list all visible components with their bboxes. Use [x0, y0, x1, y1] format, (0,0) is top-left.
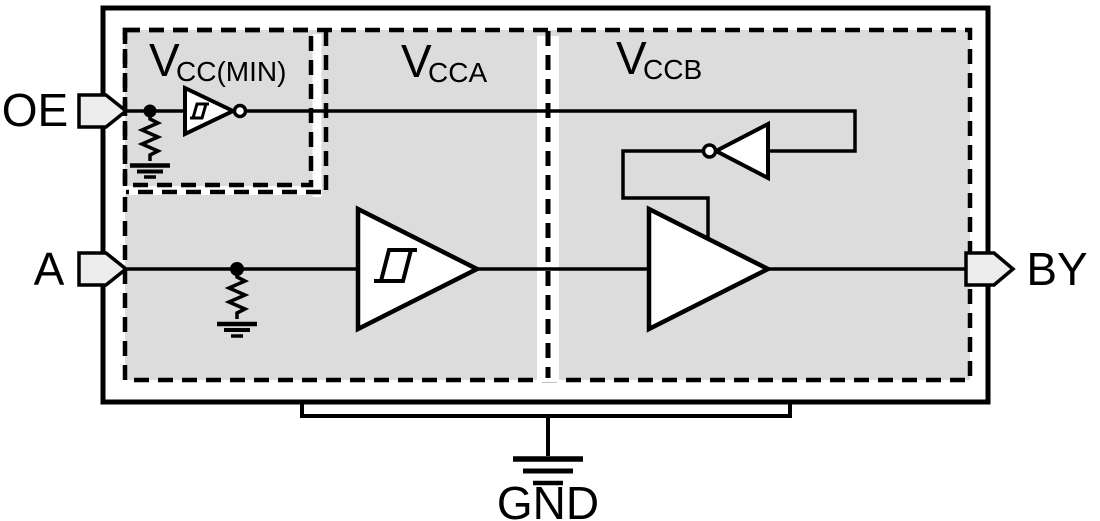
enable-to-buffer-wire — [621, 149, 710, 241]
oe-pulldown-resistor-icon — [137, 111, 163, 161]
vcc-min-label: V CC(MIN) — [149, 34, 286, 87]
vccb-subscript: CCB — [643, 54, 702, 85]
oe-ground-icon — [130, 163, 170, 179]
vcca-subscript: CCA — [428, 57, 487, 88]
a-pulldown-resistor-icon — [224, 269, 250, 319]
schmitt-buffer-icon — [355, 205, 482, 333]
hysteresis-icon — [374, 249, 413, 283]
schmitt-inverter-icon — [183, 84, 248, 138]
vcc-min-subscript: CC(MIN) — [176, 56, 286, 87]
output-buffer-icon — [646, 205, 773, 333]
a-junction-dot — [230, 262, 244, 276]
a-pin-label: A — [34, 243, 65, 295]
vcca-label: V CCA — [401, 35, 487, 88]
by-pin-label: BY — [1026, 243, 1087, 295]
oe-pin-label: OE — [2, 84, 68, 136]
vcca-symbol: V — [401, 35, 432, 87]
vcc-min-region — [122, 27, 314, 188]
gnd-ground-icon — [513, 456, 583, 486]
vccb-symbol: V — [616, 32, 647, 84]
enable-inverter-icon — [701, 120, 770, 182]
gnd-pin-label: GND — [497, 477, 599, 521]
vccb-label: V CCB — [616, 32, 702, 85]
oe-junction-dot — [143, 104, 157, 118]
by-pin — [964, 251, 1016, 287]
inverter-bubble-icon — [232, 103, 248, 119]
vcc-min-symbol: V — [149, 34, 180, 86]
inverter-bubble-icon — [701, 143, 718, 159]
a-ground-icon — [217, 321, 257, 338]
a-pin — [77, 251, 129, 287]
oe-enable-wire — [245, 109, 857, 153]
oe-pin — [77, 93, 129, 129]
